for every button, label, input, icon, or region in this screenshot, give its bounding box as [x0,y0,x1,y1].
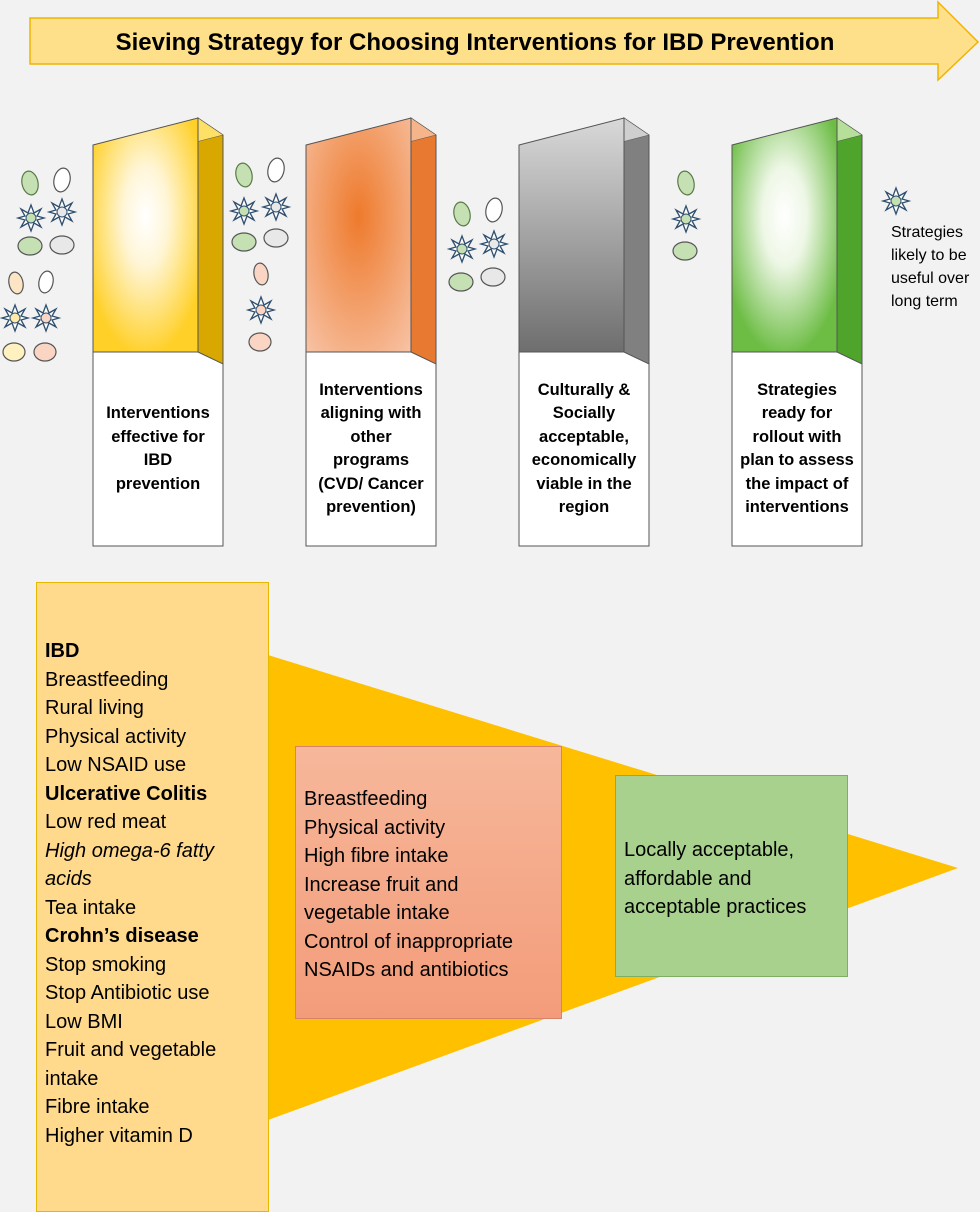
list-item: Low red meat [45,811,167,833]
list-item: intake [45,1067,99,1090]
list-item: Physical activity [45,725,187,748]
list-item: Locally acceptable, [624,839,795,861]
card-2-lower-panel [305,351,437,547]
star-burst-icon [446,234,478,264]
leaf-icon [677,170,695,196]
right-practices-box: Locally acceptable, affordable and accep… [615,775,848,977]
left-interventions-box: IBD Breastfeeding Rural living Physical … [36,582,269,1212]
list-item: Increase fruit and [304,873,459,896]
card-2 [305,117,437,547]
title-arrow [29,0,980,82]
star-burst-icon [245,295,277,325]
list-item: Breastfeeding [304,788,428,810]
list-item: Fruit and vegetable [45,1039,217,1061]
oval-icon [33,342,57,362]
leaf-icon [453,201,471,227]
card-4-lower-panel [731,351,863,547]
card-3-side [623,117,650,365]
star-burst-icon [670,204,702,234]
list-item: Low NSAID use [45,754,187,776]
middle-interventions-box: Breastfeeding Physical activity High fib… [295,746,562,1019]
star-burst-icon [478,229,510,259]
leaf-icon [53,167,71,193]
card-4-side [836,117,863,365]
card-4-front [731,117,838,353]
star-burst-icon [46,197,78,227]
star-burst-icon [260,192,292,222]
list-item: High omega-6 fatty [45,839,214,862]
list-item: Breastfeeding [45,668,169,691]
leaf-icon [235,162,253,188]
list-item: Stop Antibiotic use [45,982,210,1004]
oval-icon [248,332,272,352]
star-burst-icon [0,303,31,333]
card-1 [92,117,224,547]
card-3 [518,117,650,547]
legend-star-icon [880,186,912,216]
leaf-icon [253,262,269,286]
card-3-lower-panel [518,351,650,547]
oval-icon [263,228,289,248]
list-heading-crohns-disease: Crohn’s disease [45,925,199,947]
leaf-icon [21,170,39,196]
leaf-icon [267,157,285,183]
legend-label: Strategies likely to be useful over long… [891,224,970,310]
oval-icon [231,232,257,252]
star-burst-icon [228,196,260,226]
list-item: vegetable intake [304,902,450,924]
oval-icon [17,236,43,256]
list-heading-ulcerative-colitis: Ulcerative Colitis [45,782,208,805]
particles-group-4 [670,170,702,261]
particles-group-3 [446,197,510,292]
list-item: Fibre intake [45,1096,150,1118]
list-item: acceptable practices [624,896,807,918]
list-item: affordable and [624,867,752,890]
list-item: Rural living [45,697,144,719]
card-1-side [197,117,224,365]
oval-icon [448,272,474,292]
particles-group-1 [0,167,78,362]
list-item: Physical activity [304,816,446,839]
card-4 [731,117,863,547]
card-2-front [305,117,412,353]
leaf-icon [485,197,503,223]
list-heading-ibd: IBD [45,640,80,662]
card-1-lower-panel [92,351,224,547]
oval-icon [2,342,26,362]
star-burst-icon [30,303,62,333]
leaf-icon [38,270,54,294]
list-item: Higher vitamin D [45,1124,193,1147]
oval-icon [49,235,75,255]
card-2-side [410,117,437,365]
leaf-icon [8,271,24,295]
list-item: Control of inappropriate [304,930,514,953]
diagram-title: Sieving Strategy for Choosing Interventi… [115,29,835,56]
list-item: Low BMI [45,1010,123,1033]
particles-group-2 [228,157,292,352]
list-item: Stop smoking [45,953,167,976]
oval-icon [672,241,698,261]
card-1-front [92,117,199,353]
list-item: acids [45,868,92,890]
list-item: Tea intake [45,896,137,919]
list-item: High fibre intake [304,845,449,867]
star-burst-icon [15,203,47,233]
card-3-front [518,117,625,353]
oval-icon [480,267,506,287]
list-item: NSAIDs and antibiotics [304,959,509,981]
